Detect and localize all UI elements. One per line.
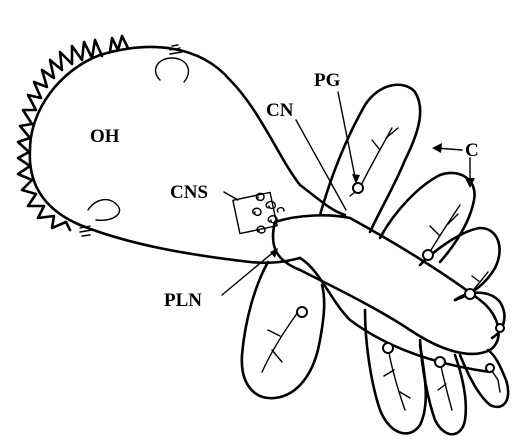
label-pln: PLN bbox=[164, 290, 202, 311]
label-oh: OH bbox=[90, 126, 120, 147]
ganglion-2 bbox=[423, 250, 433, 260]
cn-leader bbox=[296, 120, 346, 210]
pg-leader bbox=[338, 92, 356, 182]
ganglion-4 bbox=[496, 324, 504, 332]
cns-leader bbox=[224, 192, 238, 200]
lobe-8 bbox=[460, 350, 508, 407]
c-arrowhead-1 bbox=[432, 143, 442, 153]
ganglion-5 bbox=[297, 307, 307, 317]
ganglion-8 bbox=[486, 364, 494, 372]
inner-tube bbox=[273, 215, 499, 354]
label-cn: CN bbox=[266, 100, 294, 121]
lobe-6 bbox=[365, 310, 426, 433]
pln-leader bbox=[222, 250, 276, 295]
lobe-5 bbox=[242, 262, 324, 398]
label-pg: PG bbox=[314, 70, 341, 91]
label-c: C bbox=[465, 140, 479, 161]
ganglion-pg bbox=[353, 183, 363, 193]
sense-organ-lower bbox=[88, 200, 120, 221]
ganglion-6 bbox=[383, 343, 393, 353]
sense-organ-upper bbox=[156, 58, 189, 82]
lobe-3 bbox=[420, 228, 500, 300]
ganglion-7 bbox=[435, 357, 445, 367]
ganglion-3 bbox=[465, 289, 475, 299]
label-cns: CNS bbox=[170, 182, 208, 203]
